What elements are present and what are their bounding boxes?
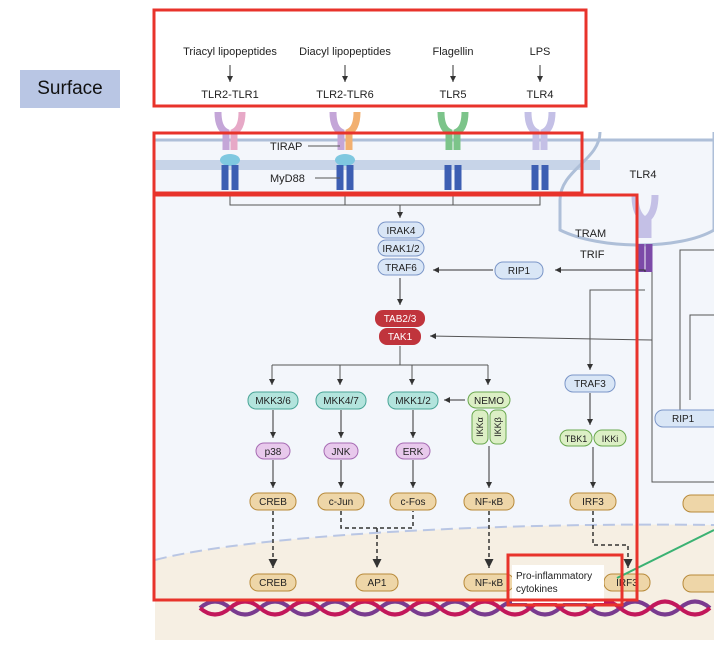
mapkk-to-mapk xyxy=(270,410,416,438)
rip1-node xyxy=(494,261,544,280)
mapk-row: p38 JNK ERK xyxy=(255,442,431,460)
ligand-diacyl: Diacyl lipopeptides xyxy=(299,46,391,58)
ligand-arrows xyxy=(227,65,543,82)
tbk1-label: TBK1 xyxy=(565,434,588,444)
nemo-complex: NEMO IKKα IKKβ xyxy=(467,391,511,445)
cjun-label: c-Jun xyxy=(329,497,353,508)
tak1-label: TAK1 xyxy=(388,332,413,343)
tirap-label: TIRAP xyxy=(270,141,302,153)
rip1-right-node xyxy=(654,409,714,428)
right-cropped-node xyxy=(682,494,714,513)
highlight-ligand-box xyxy=(152,8,588,108)
receptor-tlr4: TLR4 xyxy=(527,89,554,101)
nfkb-label: NF-κB xyxy=(475,497,504,508)
trif-to-traf3 xyxy=(587,289,645,370)
erk-label: ERK xyxy=(403,447,424,458)
jnk-label: JNK xyxy=(332,447,351,458)
cytokines-label-line1: Pro-inflammatory xyxy=(516,571,592,582)
receptor-tlr2-tlr1: TLR2-TLR1 xyxy=(201,89,258,101)
mapkk-row: MKK3/6 MKK4/7 MKK1/2 xyxy=(247,391,439,410)
surface-tag: Surface xyxy=(20,70,120,108)
cytokines-bg xyxy=(512,565,604,603)
tak-branches xyxy=(269,346,491,385)
receptor-labels: TLR2-TLR1 TLR2-TLR6 TLR5 TLR4 xyxy=(201,89,553,101)
right-connector xyxy=(651,340,714,483)
cell-membrane xyxy=(155,131,714,640)
traf3-node xyxy=(564,374,616,393)
tram-label: TRAM xyxy=(575,228,606,240)
translocation-arrows xyxy=(268,511,633,568)
receptor-glyphs xyxy=(214,111,659,272)
mkk36-label: MKK3/6 xyxy=(255,396,291,407)
irak12-label: IRAK1/2 xyxy=(382,244,420,255)
ligand-lps: LPS xyxy=(530,46,551,58)
irf3-label: IRF3 xyxy=(582,497,604,508)
highlight-adaptor-box xyxy=(152,131,584,195)
receptor-tlr2-tlr6: TLR2-TLR6 xyxy=(316,89,373,101)
trif-to-rip1 xyxy=(555,267,646,273)
mapk-to-tf xyxy=(270,446,596,488)
tf-row: CREB c-Jun c-Fos NF-κB IRF3 xyxy=(249,492,617,511)
rip1-label: RIP1 xyxy=(508,266,531,277)
nemo-label: NEMO xyxy=(474,396,504,407)
receptor-tlr5: TLR5 xyxy=(440,89,467,101)
p38-label: p38 xyxy=(265,447,282,458)
rip1-right-line xyxy=(679,249,714,410)
mkk12-label: MKK1/2 xyxy=(395,396,431,407)
ikka-label: IKKα xyxy=(475,417,485,437)
ikkb-label: IKKβ xyxy=(493,417,503,437)
nuclear-irf3-label: IRF3 xyxy=(616,578,638,589)
traf3-label: TRAF3 xyxy=(574,379,606,390)
ligand-labels: Triacyl lipopeptides Diacyl lipopeptides… xyxy=(183,46,550,58)
nuclear-nfkb-label: NF-κB xyxy=(475,578,504,589)
rip1-right-label: RIP1 xyxy=(672,414,695,425)
myd88-label: MyD88 xyxy=(270,173,305,185)
right-cropped-node-2 xyxy=(682,574,714,593)
cytokines-label-line2: cytokines xyxy=(516,584,558,595)
ligand-flagellin: Flagellin xyxy=(433,46,474,58)
trif-label: TRIF xyxy=(580,249,605,261)
tak-complex: TAB2/3 TAK1 xyxy=(375,310,425,345)
tbk-complex: TBK1 IKKi xyxy=(559,429,627,447)
nuclear-ap1-label: AP1 xyxy=(368,578,387,589)
pointer-line xyxy=(616,529,714,579)
nuclear-creb-label: CREB xyxy=(259,578,287,589)
rip1-right-line-2 xyxy=(689,314,714,400)
irak-stack: IRAK4 IRAK1/2 TRAF6 xyxy=(377,221,425,276)
highlight-cytokine-box xyxy=(506,553,624,607)
ikki-label: IKKi xyxy=(602,434,619,444)
irak4-label: IRAK4 xyxy=(387,226,416,237)
tab23-label: TAB2/3 xyxy=(384,314,417,325)
cfos-label: c-Fos xyxy=(401,497,426,508)
mkk47-label: MKK4/7 xyxy=(323,396,359,407)
traf6-label: TRAF6 xyxy=(385,263,417,274)
highlight-boxes xyxy=(152,8,639,607)
highlight-signaling-box xyxy=(152,193,639,602)
creb-label: CREB xyxy=(259,497,287,508)
endosome-tlr4-label: TLR4 xyxy=(630,169,657,181)
nuclear-tf-row: CREB AP1 NF-κB IRF3 xyxy=(249,573,651,592)
myd88-converge xyxy=(229,195,541,218)
ligand-triacyl: Triacyl lipopeptides xyxy=(183,46,277,58)
